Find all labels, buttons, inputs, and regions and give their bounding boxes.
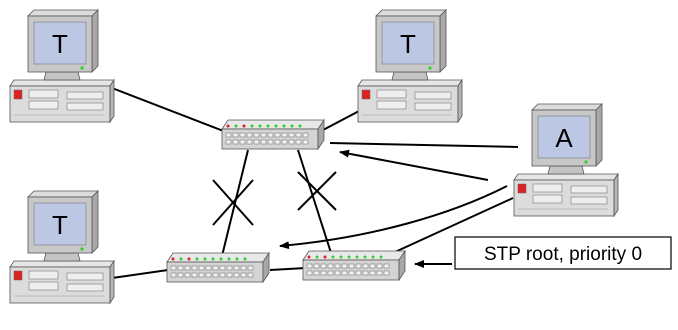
computer-bottom-left: T: [9, 190, 115, 304]
traffic-arrows: [279, 149, 508, 268]
blocked-link-marks: [212, 171, 337, 226]
switch-bottom-left: [166, 252, 270, 283]
link-top-switch-to-bottom-right-switch: [297, 149, 333, 257]
arrow-attacker-to-bottom-left-switch: [279, 185, 508, 250]
link-pc-top-left-to-top-switch: [111, 87, 227, 133]
computer-top-left: T: [9, 9, 115, 123]
switch-top: [221, 119, 325, 150]
stp-root-callout: STP root, priority 0: [454, 236, 672, 270]
link-pc-bottom-left-to-bottom-left-switch: [111, 269, 169, 279]
computer-attacker: A: [513, 103, 619, 217]
link-attacker-to-bottom-right-switch: [394, 197, 514, 253]
switch-bottom-right-root: [302, 250, 406, 281]
blocked-link-x-mark: [212, 179, 254, 226]
computer-label: T: [52, 29, 68, 59]
arrow-attacker-to-top-switch: [339, 149, 489, 181]
callout-text: STP root, priority 0: [484, 244, 642, 265]
blocked-link-x-mark: [297, 171, 337, 211]
computer-label: T: [400, 29, 416, 59]
callout-box: [454, 236, 672, 270]
computer-top-right: T: [357, 9, 463, 123]
link-top-switch-to-bottom-left-switch: [221, 149, 249, 257]
computer-label: A: [555, 123, 573, 153]
computer-label: T: [52, 210, 68, 240]
link-bottom-left-switch-to-bottom-right-switch: [269, 267, 307, 271]
link-attacker-to-top-switch: [329, 142, 519, 148]
